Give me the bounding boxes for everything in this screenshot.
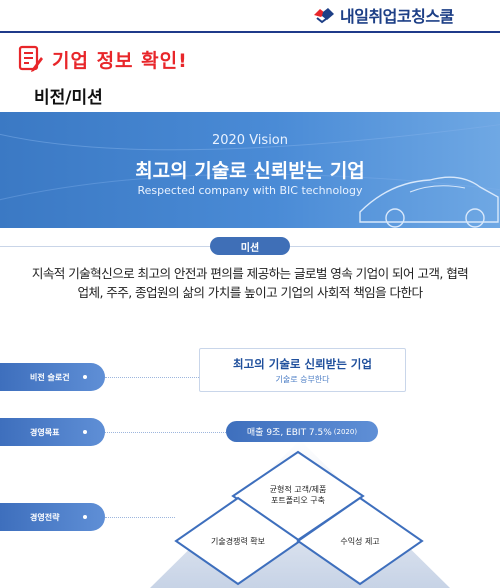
connector-line: [105, 377, 199, 378]
side-label-vision-slogan: 비전 슬로건: [0, 363, 105, 391]
bullet-dot-icon: [83, 375, 87, 379]
banner-headline: 최고의 기술로 신뢰받는 기업: [135, 160, 365, 182]
page-title: 기업 정보 확인!: [52, 50, 188, 72]
side-label-text: 경영목표: [30, 427, 60, 437]
goal-text: 매출 9조, EBIT 7.5%: [246, 428, 332, 438]
side-label-strategy: 경영전략: [0, 503, 105, 531]
side-label-goal: 경영목표: [0, 418, 105, 446]
banner-lines-decoration: [0, 124, 500, 201]
section-subtitle: 비전/미션: [34, 88, 103, 108]
brand-logo[interactable]: 내일취업코칭스쿨: [313, 4, 454, 26]
logo-text: 내일취업코칭스쿨: [340, 7, 454, 26]
strategy-top: 균형적 고객/제품 포트폴리오 구축: [238, 484, 358, 506]
header-divider: [0, 31, 500, 33]
mission-label: 미션: [210, 237, 290, 255]
goal-year: (2020): [333, 427, 358, 436]
business-goal-pill: 매출 9조, EBIT 7.5%(2020): [226, 421, 378, 442]
strategy-right: 수익성 제고: [340, 537, 380, 546]
connector-line: [105, 517, 175, 518]
side-label-text: 경영전략: [30, 512, 60, 522]
vision-slogan-main: 최고의 기술로 신뢰받는 기업: [233, 357, 372, 371]
bullet-dot-icon: [83, 430, 87, 434]
side-label-text: 비전 슬로건: [30, 372, 70, 382]
mission-line-2: 업체, 주주, 종업원의 삶의 가치를 높이고 기업의 사회적 책임을 다한다: [77, 285, 423, 300]
handshake-logo-icon: [314, 8, 334, 24]
banner-english: Respected company with BIC technology: [137, 184, 363, 197]
strategy-left: 기술경쟁력 확보: [210, 537, 266, 546]
strategy-top-line-2: 포트폴리오 구축: [270, 496, 326, 505]
memo-pencil-icon: [18, 45, 43, 72]
vision-banner: 2020 Vision 최고의 기술로 신뢰받는 기업 Respected co…: [0, 112, 500, 228]
vision-slogan-box: 최고의 기술로 신뢰받는 기업 기술로 승부한다: [199, 348, 406, 392]
mission-statement: 지속적 기술혁신으로 최고의 안전과 편의를 제공하는 글로벌 영속 기업이 되…: [0, 264, 500, 302]
strategy-top-line-1: 균형적 고객/제품: [269, 485, 327, 494]
car-outline-icon: [359, 176, 499, 228]
connector-line: [105, 432, 226, 433]
mission-line-1: 지속적 기술혁신으로 최고의 안전과 편의를 제공하는 글로벌 영속 기업이 되…: [31, 266, 469, 281]
strategy-pyramid: [150, 440, 450, 588]
bullet-dot-icon: [83, 515, 87, 519]
vision-slogan-sub: 기술로 승부한다: [275, 375, 330, 384]
banner-year: 2020 Vision: [211, 133, 288, 148]
